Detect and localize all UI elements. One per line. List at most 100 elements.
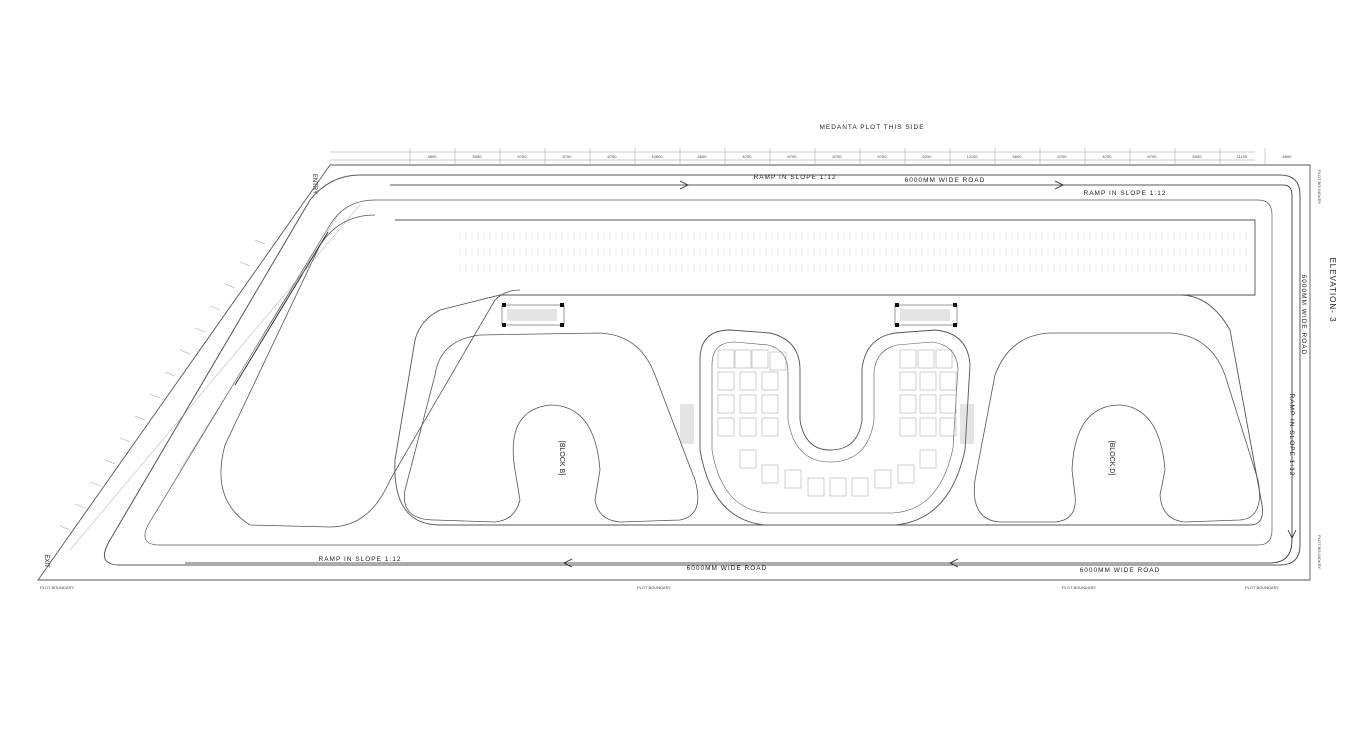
diagonal-tick (149, 393, 161, 399)
road-label-bottom-center: 6000MM WIDE ROAD (687, 565, 768, 572)
ramp-label-right: RAMP IN SLOPE 1:12 (1288, 394, 1295, 477)
shop-unit (874, 469, 892, 489)
plot-boundary-label: PLOT BOUNDARY (1062, 585, 1096, 590)
shop-unit (761, 464, 779, 484)
dimension-label: 6700 (563, 154, 573, 159)
diagonal-tick (209, 305, 221, 311)
dimension-label: 6900 (1193, 154, 1203, 159)
plot-boundary-label: PLOT BOUNDARY (40, 585, 74, 590)
shop-unit (739, 371, 757, 391)
ramp-arrow-top (390, 180, 1283, 190)
plot-boundary-label-right: PLOT BOUNDARY (1317, 170, 1322, 204)
parking-bays-top (459, 232, 1247, 272)
dimension-label: 10600 (651, 154, 663, 159)
shop-unit (935, 349, 953, 369)
shop-unit (899, 394, 917, 414)
diagonal-tick (59, 525, 71, 531)
dimension-label: 6600 (698, 154, 708, 159)
shop-unit (739, 449, 757, 469)
diagonal-tick (254, 239, 266, 245)
shop-unit (917, 349, 935, 369)
ramp-label-bottom: RAMP IN SLOPE 1:12 (319, 556, 402, 563)
dimension-label: 6700 (608, 154, 618, 159)
dimension-label: 6200 (923, 154, 933, 159)
road-label-top: 6000MM WIDE ROAD (905, 177, 986, 184)
shop-unit (769, 351, 787, 371)
elevation-label: ELEVATION- 3 (1328, 257, 1337, 322)
shop-unit (717, 371, 735, 391)
diagonal-tick (239, 261, 251, 267)
ramp-arrow-right (1282, 184, 1297, 540)
dimension-label: 6700 (1148, 154, 1158, 159)
top-dimension-line (330, 151, 1255, 161)
shop-unit (939, 394, 957, 414)
diagonal-tick (194, 327, 206, 333)
shop-unit (761, 417, 779, 437)
shop-unit (919, 394, 937, 414)
shop-unit (807, 477, 825, 497)
plot-boundary-line (37, 164, 1311, 581)
shop-unit (739, 417, 757, 437)
ring-road-outer (103, 174, 1301, 566)
dimension-label: 5950 (473, 154, 483, 159)
dimension-label: 4800 (428, 154, 438, 159)
escalator-left (501, 303, 565, 327)
shop-unit (939, 417, 957, 437)
central-u-block-outer (699, 329, 971, 526)
shop-unit (899, 349, 917, 369)
shop-unit (897, 464, 915, 484)
building-podium-outline (394, 219, 1263, 526)
plot-boundary-label-right: PLOT BOUNDARY (1317, 535, 1322, 569)
block-d-label: [BLOCK D] (1108, 441, 1115, 476)
exit-label: EXIT (43, 554, 49, 568)
plot-boundary-label: PLOT BOUNDARY (1245, 585, 1279, 590)
shop-unit (829, 477, 847, 497)
entry-label: ENTRY (311, 174, 317, 194)
ramp-label-top-2: RAMP IN SLOPE 1:12 (1084, 190, 1167, 197)
shop-unit (717, 417, 735, 437)
diagonal-dimension-ticks (59, 239, 266, 531)
dimension-label: 6700 (788, 154, 798, 159)
diagonal-tick (74, 503, 86, 509)
shop-unit (919, 371, 937, 391)
diagonal-tick (134, 415, 146, 421)
diagonal-tick (89, 481, 101, 487)
dimension-label: 12100 (966, 154, 978, 159)
block-d-outline (973, 332, 1260, 523)
shop-unit (851, 477, 869, 497)
dimension-label: 6700 (518, 154, 528, 159)
shop-unit (761, 371, 779, 391)
dimension-label: 6600 (1283, 154, 1293, 159)
top-dimension-labels: 4800 5950 6700 6700 6700 10600 6600 6700 6700 670… (409, 148, 1293, 164)
ramp-label-top-1: RAMP IN SLOPE 1:12 (754, 174, 837, 181)
ring-road-inner (144, 199, 1273, 546)
dimension-label: 6700 (743, 154, 753, 159)
shop-units (717, 349, 957, 497)
diagonal-tick (164, 371, 176, 377)
diagonal-tick (179, 349, 191, 355)
shop-unit (899, 417, 917, 437)
central-u-block-inner (711, 341, 959, 514)
medanta-plot-label: MEDANTA PLOT THIS SIDE (819, 124, 924, 131)
stair-hatching (507, 309, 974, 444)
shop-unit (899, 371, 917, 391)
shop-unit (734, 349, 752, 369)
dimension-label: 6700 (878, 154, 888, 159)
block-b-label: [BLOCK B] (558, 441, 565, 475)
dimension-label: 6700 (1058, 154, 1068, 159)
diagonal-tick (104, 459, 116, 465)
road-label-bottom-right: 6000MM WIDE ROAD (1080, 567, 1161, 574)
plot-boundary-label: PLOT BOUNDARY (637, 585, 671, 590)
shop-unit (717, 394, 735, 414)
dimension-label: 6600 (1013, 154, 1023, 159)
dimension-label: 6700 (1103, 154, 1113, 159)
shop-unit (939, 371, 957, 391)
shop-unit (761, 394, 779, 414)
block-b-outline (403, 332, 699, 523)
shop-unit (751, 349, 769, 369)
shop-unit (739, 394, 757, 414)
dimension-label: 6700 (833, 154, 843, 159)
shop-unit (919, 449, 937, 469)
escalator-right (894, 303, 958, 327)
